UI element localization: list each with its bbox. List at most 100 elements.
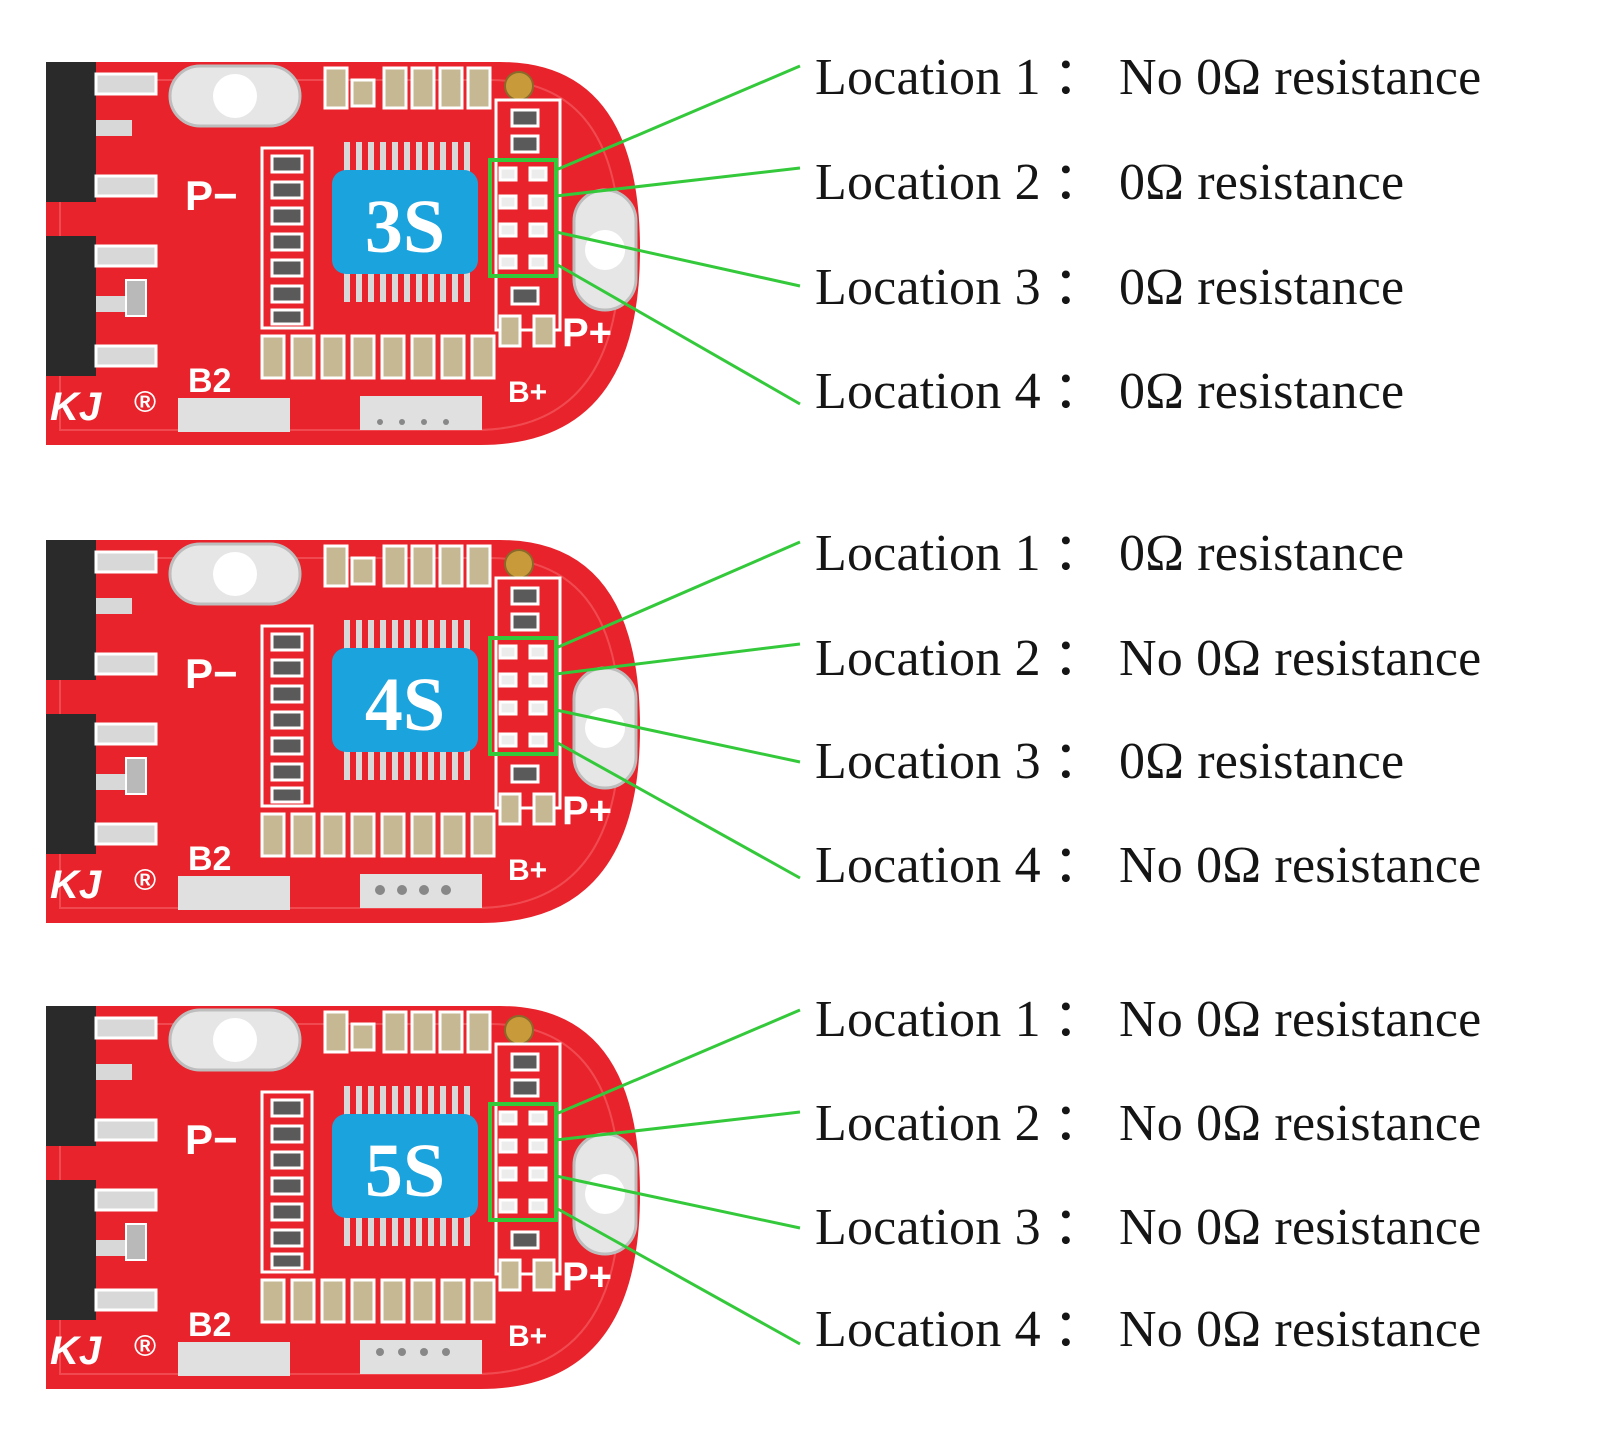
location-value: No 0Ω resistance — [1119, 49, 1482, 106]
location-value: 0Ω resistance — [1119, 154, 1405, 211]
silk-brand: KJ — [50, 1329, 102, 1373]
ic-pins — [344, 620, 470, 780]
location-value: 0Ω resistance — [1119, 525, 1405, 582]
silk-p-plus: P+ — [562, 311, 612, 355]
location-separator: ： — [1052, 154, 1106, 211]
mounting-hole-top — [168, 542, 302, 606]
mounting-hole-right — [572, 188, 638, 312]
silk-registered: ® — [134, 386, 156, 419]
resistor-column-left — [260, 1090, 314, 1274]
resistor-row-top — [323, 544, 492, 588]
location-value: No 0Ω resistance — [1119, 837, 1482, 894]
location-separator: ： — [1052, 733, 1106, 790]
pad-b2 — [178, 1342, 290, 1376]
silk-b-plus: B+ — [508, 376, 547, 409]
pcb-illustration: 4S P− B2 P+ B+ KJ ® — [46, 540, 801, 923]
location-name: Location 3 — [815, 1199, 1041, 1256]
location-name: Location 1 — [815, 525, 1041, 582]
location-name: Location 2 — [815, 1095, 1041, 1152]
location-name: Location 4 — [815, 1301, 1041, 1358]
resistor-column-left — [260, 624, 314, 808]
location-separator: ： — [1052, 1199, 1106, 1256]
mosfet-top — [46, 62, 158, 202]
location-label-1: Location 1：No 0Ω resistance — [815, 990, 1481, 1050]
location-separator: ： — [1052, 525, 1106, 582]
resistor-column-left — [260, 146, 314, 330]
location-value: No 0Ω resistance — [1119, 1301, 1482, 1358]
location-value: No 0Ω resistance — [1119, 1095, 1482, 1152]
pad-b2 — [178, 398, 290, 432]
pcb-illustration: 5S P− B2 P+ B+ KJ ® — [46, 1006, 801, 1389]
board-5s: 5S P− B2 P+ B+ KJ ® — [0, 944, 1600, 1404]
silk-p-minus: P− — [185, 1116, 238, 1163]
resistor-column-right — [494, 576, 562, 826]
pad-b2 — [178, 876, 290, 910]
silk-b2: B2 — [188, 1306, 231, 1344]
location-name: Location 3 — [815, 259, 1041, 316]
location-label-1: Location 1：No 0Ω resistance — [815, 48, 1481, 108]
silk-p-minus: P− — [185, 172, 238, 219]
capacitor-row-bottom — [260, 1278, 496, 1324]
mosfet-top — [46, 540, 158, 680]
ic-pins — [344, 142, 470, 302]
location-name: Location 1 — [815, 49, 1041, 106]
capacitor-row-bottom — [260, 812, 496, 858]
silk-p-plus: P+ — [562, 1255, 612, 1299]
ic-pins — [344, 1086, 470, 1246]
silk-b-plus: B+ — [508, 1320, 547, 1353]
silk-b2: B2 — [188, 840, 231, 878]
resistor-row-top — [323, 1010, 492, 1054]
location-value: No 0Ω resistance — [1119, 991, 1482, 1048]
pad-connector — [360, 396, 482, 430]
location-name: Location 2 — [815, 154, 1041, 211]
pointer-lines — [555, 1008, 801, 1346]
location-value: 0Ω resistance — [1119, 259, 1405, 316]
location-separator: ： — [1052, 49, 1106, 106]
silk-brand: KJ — [50, 863, 102, 907]
silk-brand: KJ — [50, 385, 102, 429]
pad-connector — [360, 874, 482, 908]
silk-p-minus: P− — [185, 650, 238, 697]
board-4s: 4S P− B2 P+ B+ KJ ® — [0, 478, 1600, 938]
location-separator: ： — [1052, 630, 1106, 687]
location-separator: ： — [1052, 1301, 1106, 1358]
silk-registered: ® — [134, 1330, 156, 1363]
highlight-box — [488, 636, 558, 756]
location-label-3: Location 3：No 0Ω resistance — [815, 1198, 1481, 1258]
resistor-column-right — [494, 1042, 562, 1292]
pointer-lines — [555, 540, 801, 880]
ic-chip: 5S — [332, 1114, 478, 1218]
silk-registered: ® — [134, 864, 156, 897]
pad-connector — [360, 1340, 482, 1374]
pcb-illustration: 3S P− B2 P+ B+ KJ ® — [46, 62, 801, 445]
location-value: No 0Ω resistance — [1119, 630, 1482, 687]
location-name: Location 2 — [815, 630, 1041, 687]
location-separator: ： — [1052, 363, 1106, 420]
mounting-hole-top — [168, 1008, 302, 1072]
chip-label: 3S — [365, 185, 445, 269]
location-value: 0Ω resistance — [1119, 363, 1405, 420]
silk-p-plus: P+ — [562, 789, 612, 833]
location-label-3: Location 3：0Ω resistance — [815, 732, 1404, 792]
chip-label: 4S — [365, 663, 445, 747]
location-separator: ： — [1052, 991, 1106, 1048]
mosfet-top — [46, 1006, 158, 1146]
capacitor-row-bottom — [260, 334, 496, 380]
location-label-2: Location 2：0Ω resistance — [815, 153, 1404, 213]
location-label-3: Location 3：0Ω resistance — [815, 258, 1404, 318]
highlight-box — [488, 1102, 558, 1222]
mosfet-bottom — [46, 236, 158, 376]
location-value: No 0Ω resistance — [1119, 1199, 1482, 1256]
location-label-1: Location 1：0Ω resistance — [815, 524, 1404, 584]
bond-pad — [504, 549, 534, 579]
ic-chip: 4S — [332, 648, 478, 752]
mosfet-bottom — [46, 714, 158, 854]
location-name: Location 4 — [815, 837, 1041, 894]
location-separator: ： — [1052, 837, 1106, 894]
ic-chip: 3S — [332, 170, 478, 274]
location-separator: ： — [1052, 259, 1106, 316]
chip-label: 5S — [365, 1129, 445, 1213]
location-label-2: Location 2：No 0Ω resistance — [815, 629, 1481, 689]
resistor-column-right — [494, 98, 562, 348]
